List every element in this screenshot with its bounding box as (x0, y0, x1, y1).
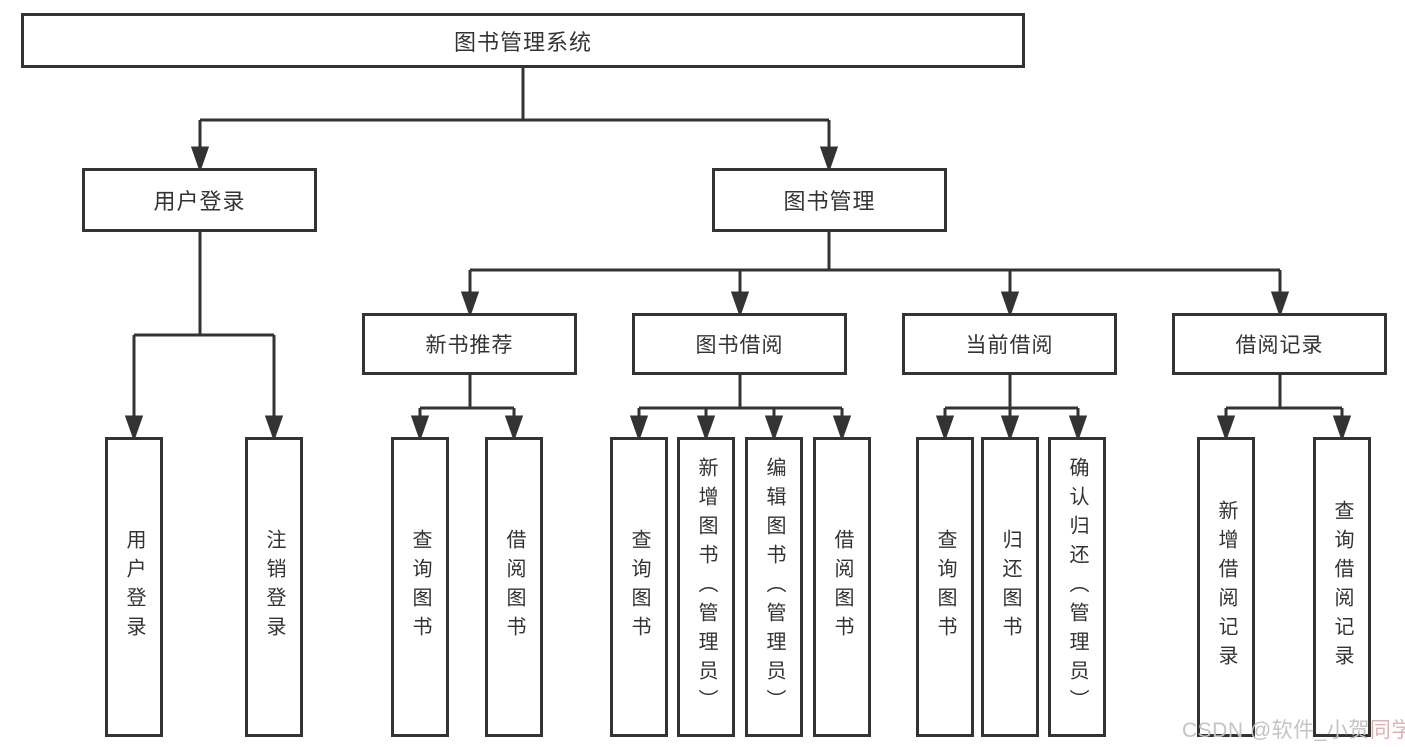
leaf-edit-book-admin: 编辑图书（管理员） (745, 437, 803, 737)
leaf-borrow-books: 借阅图书 (813, 437, 871, 737)
arrowhead (629, 415, 649, 442)
arrowhead (1068, 415, 1088, 442)
connector-new-books-to-leaves (410, 375, 524, 442)
leaf-return-book: 归还图书 (981, 437, 1039, 737)
leaf-confirm-return-admin: 确认归还（管理员） (1048, 437, 1106, 737)
node-user-login: 用户登录 (82, 168, 317, 232)
arrowhead (1270, 291, 1290, 318)
connector-current-borrow-to-leaves (935, 375, 1088, 442)
arrowhead (124, 415, 144, 442)
node-borrow-records: 借阅记录 (1172, 313, 1387, 375)
arrowhead (1000, 291, 1020, 318)
leaf-query-books-current: 查询图书 (916, 437, 974, 737)
node-book-management: 图书管理 (712, 168, 947, 232)
csdn-watermark-main: CSDN @软件_小贺 (1182, 719, 1370, 742)
arrowhead (730, 291, 750, 318)
arrowhead (460, 291, 480, 318)
arrowhead (832, 415, 852, 442)
connector-book-borrow-to-leaves (629, 375, 852, 442)
arrowhead (696, 415, 716, 442)
arrowhead (264, 415, 284, 442)
connector-book-mgmt-to-level3 (460, 232, 1290, 318)
connector-user-login-to-leaves (124, 232, 284, 442)
arrowhead (504, 415, 524, 442)
leaf-borrow-books-new: 借阅图书 (485, 437, 543, 737)
arrowhead (1216, 415, 1236, 442)
leaf-user-login: 用户登录 (105, 437, 163, 737)
leaf-add-book-admin: 新增图书（管理员） (677, 437, 735, 737)
leaf-query-books-borrow: 查询图书 (610, 437, 668, 737)
arrowhead (935, 415, 955, 442)
leaf-logout: 注销登录 (245, 437, 303, 737)
connector-root-to-level2 (190, 68, 839, 173)
leaf-add-borrow-record: 新增借阅记录 (1197, 437, 1255, 737)
arrowhead (410, 415, 430, 442)
connector-borrow-records-to-leaves (1216, 375, 1352, 442)
node-current-borrow: 当前借阅 (902, 313, 1117, 375)
arrowhead (764, 415, 784, 442)
arrowhead (819, 146, 839, 173)
leaf-query-books-new: 查询图书 (391, 437, 449, 737)
arrowhead (1332, 415, 1352, 442)
arrowhead (190, 146, 210, 173)
csdn-watermark: CSDN @软件_小贺同学 (1182, 714, 1405, 744)
node-new-book-recommend: 新书推荐 (362, 313, 577, 375)
node-book-borrow: 图书借阅 (632, 313, 847, 375)
arrowhead (1000, 415, 1020, 442)
node-root-system: 图书管理系统 (21, 13, 1025, 68)
leaf-query-borrow-record: 查询借阅记录 (1313, 437, 1371, 737)
csdn-watermark-tail: 同学 (1369, 719, 1405, 742)
